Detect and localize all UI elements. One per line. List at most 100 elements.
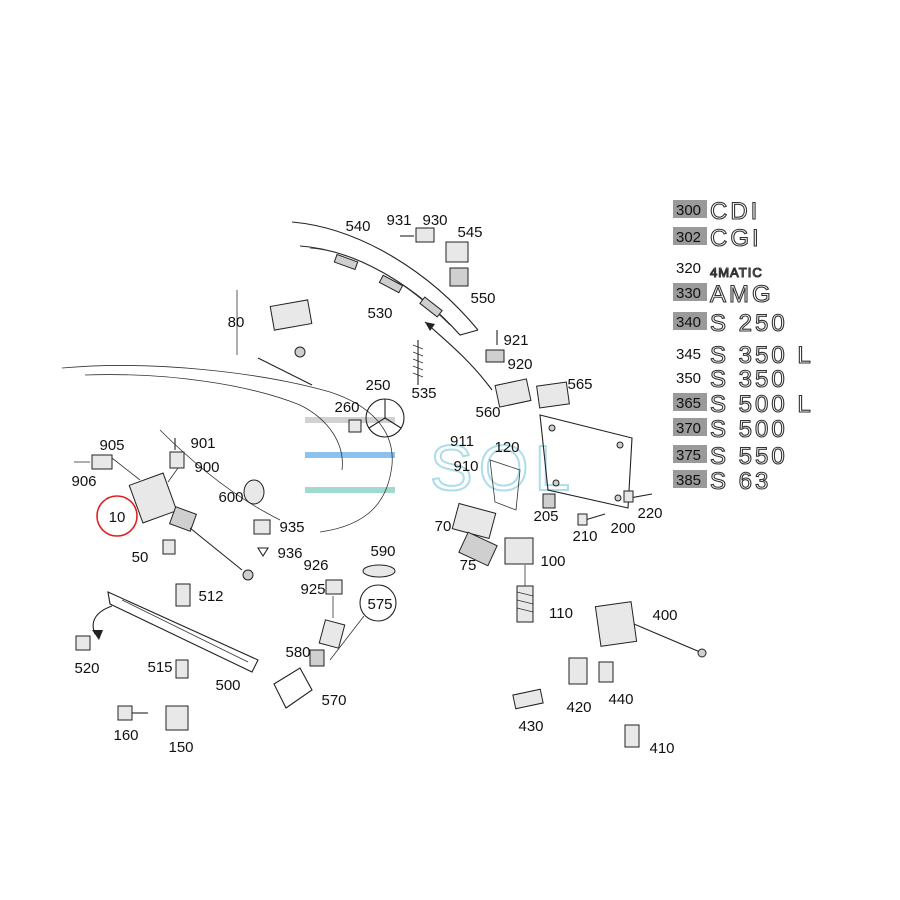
variant-badge (673, 470, 707, 488)
part-80-group (236, 290, 313, 386)
variant-emblem: S 63 (710, 468, 771, 495)
screw-110 (516, 565, 534, 623)
variant-emblem: AMG (710, 281, 774, 308)
callout-500: 500 (215, 677, 240, 694)
variant-emblem: S 350 (710, 366, 788, 393)
callout-560: 560 (475, 404, 500, 421)
callout-931: 931 (386, 212, 411, 229)
variant-emblem: S 550 (710, 443, 788, 470)
variant-emblem: CGI (710, 225, 762, 252)
watermark-text: SOL (430, 432, 576, 504)
variant-row-340: 340 S 250 (673, 309, 788, 338)
variant-code: 340 (676, 314, 701, 331)
callout-110: 110 (549, 605, 573, 622)
callout-925: 925 (300, 581, 325, 598)
variant-emblem: S 350 L (710, 342, 814, 369)
callout-70: 70 (435, 518, 452, 535)
callout-600: 600 (218, 489, 243, 506)
variant-emblem: S 500 (710, 416, 788, 443)
variant-row-365: 365 S 500 L (673, 390, 814, 419)
callout-535: 535 (411, 385, 436, 402)
variant-code: 365 (676, 395, 701, 412)
callout-75: 75 (460, 557, 477, 574)
callout-540: 540 (345, 218, 370, 235)
callout-420: 420 (566, 699, 591, 716)
callout-515: 515 (147, 659, 172, 676)
variant-row-385: 385 S 63 (673, 467, 771, 496)
trim-strip (291, 221, 479, 336)
variant-row-300: 300 CDI (673, 197, 760, 226)
callout-512: 512 (198, 588, 223, 605)
callout-250: 250 (365, 377, 390, 394)
callout-590: 590 (370, 543, 395, 560)
callout-565: 565 (567, 376, 592, 393)
callout-120: 120 (494, 439, 519, 456)
variant-code: 370 (676, 420, 701, 437)
callout-935: 935 (279, 519, 304, 536)
callout-410: 410 (649, 740, 674, 757)
callout-210: 210 (572, 528, 597, 545)
callout-160: 160 (113, 727, 138, 744)
lock-mechanism (451, 493, 556, 567)
star-emblem (348, 398, 405, 438)
callout-911: 911 (450, 433, 474, 450)
callout-910: 910 (453, 458, 478, 475)
bottom-rail-500 (75, 583, 259, 731)
variant-row-345: 345 S 350 L (676, 341, 814, 369)
variant-emblem: S 500 L (710, 391, 814, 418)
variant-code: 320 (676, 260, 701, 277)
variant-badge (673, 227, 707, 245)
variant-badge (673, 418, 707, 436)
callout-100: 100 (540, 553, 565, 570)
variant-badge (673, 312, 707, 330)
variant-code: 302 (676, 229, 701, 246)
actuator-400 (512, 601, 707, 748)
callout-921: 921 (503, 332, 528, 349)
variant-emblem: 4MATIC (710, 265, 763, 280)
variant-code: 350 (676, 370, 701, 387)
callout-260: 260 (334, 399, 359, 416)
callout-906: 906 (71, 473, 96, 490)
variant-emblem: CDI (710, 198, 760, 225)
callout-430: 430 (518, 718, 543, 735)
callout-440: 440 (608, 691, 633, 708)
variant-row-302: 302 CGI (673, 224, 762, 253)
screws-right (577, 490, 653, 526)
variant-badge (673, 393, 707, 411)
callout-80: 80 (228, 314, 245, 331)
watermark: SOL (305, 417, 576, 505)
callout-150: 150 (168, 739, 193, 756)
parts-center-left (243, 479, 271, 558)
mount-plate (489, 414, 633, 511)
variant-badge (673, 200, 707, 218)
screw-535 (412, 340, 424, 385)
callout-570: 570 (321, 692, 346, 709)
variant-badge (673, 283, 707, 301)
parts-left-upper (74, 438, 185, 483)
highlight-circle-icon (96, 495, 138, 537)
callout-936: 936 (277, 545, 302, 562)
callout-926: 926 (303, 557, 328, 574)
trunk-lid-outline (61, 365, 393, 533)
callout-200: 200 (610, 520, 635, 537)
callout-930: 930 (422, 212, 447, 229)
callout-220: 220 (637, 505, 662, 522)
clip-parts-top (400, 227, 570, 409)
variant-row-320: 320 4MATIC (676, 260, 763, 281)
variant-code: 300 (676, 202, 701, 219)
variant-code: 385 (676, 472, 701, 489)
variant-code: 345 (676, 346, 701, 363)
callout-905: 905 (99, 437, 124, 454)
callout-575: 575 (367, 596, 392, 613)
callout-520: 520 (74, 660, 99, 677)
variant-row-370: 370 S 500 (673, 415, 788, 444)
callout-580: 580 (285, 644, 310, 661)
variant-emblem: S 250 (710, 310, 788, 337)
callout-920: 920 (507, 356, 532, 373)
